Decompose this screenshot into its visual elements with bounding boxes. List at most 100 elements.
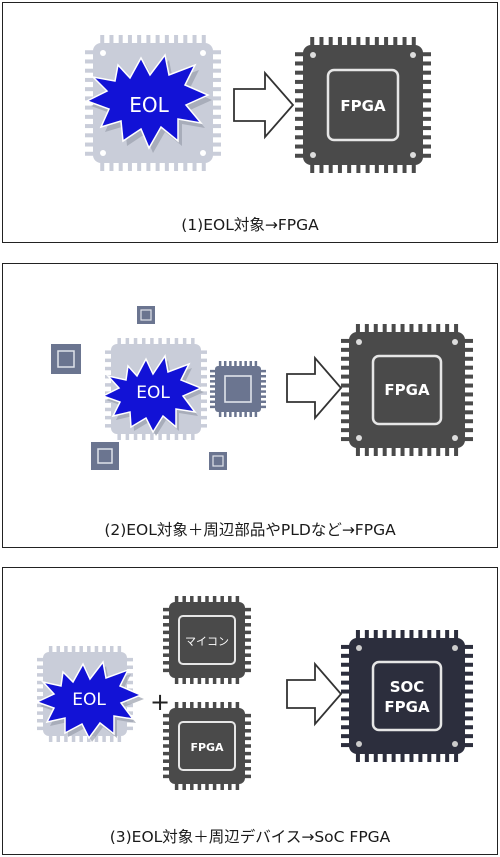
chip-pin: [102, 646, 106, 654]
chip-pin: [211, 114, 221, 119]
chip-pin: [174, 35, 179, 45]
chip-pin: [211, 105, 221, 110]
chip-pin: [243, 630, 251, 635]
arrow-icon: [286, 661, 343, 727]
chip-pin: [210, 400, 217, 404]
chip-pin: [239, 410, 242, 417]
chip-pin: [427, 324, 432, 334]
chip-pin: [212, 596, 217, 604]
chip-pin: [79, 646, 83, 654]
chip-pin: [463, 680, 473, 685]
chip-pin: [127, 161, 132, 171]
fpga-label: FPGA: [340, 97, 386, 115]
chip-pin: [164, 161, 169, 171]
chip-pin: [210, 380, 217, 383]
chip-pin: [259, 395, 266, 398]
chip-pin: [105, 407, 113, 412]
chip-pin: [87, 646, 91, 654]
chip-pin: [133, 432, 138, 440]
chip-pin: [155, 161, 160, 171]
chip-pin: [228, 596, 232, 604]
chip-pin: [163, 668, 171, 673]
chip-pin: [391, 446, 396, 456]
chip-pin: [105, 415, 113, 420]
chip-pin: [295, 70, 305, 75]
chip-pin: [133, 338, 138, 346]
chip-pin: [125, 726, 133, 731]
chip-pin: [166, 432, 171, 440]
chip-pin: [421, 135, 431, 140]
chip-pin: [421, 61, 431, 66]
chip-pin: [341, 374, 351, 379]
chip-pin: [295, 135, 305, 140]
chip-pin: [218, 410, 222, 417]
small-chip-icon: [51, 344, 81, 374]
chip-pin: [373, 324, 378, 334]
chip-pin: [117, 432, 121, 440]
chip-pin: [174, 432, 179, 440]
chip-pin: [211, 50, 221, 55]
chip-pin: [125, 680, 133, 685]
chip-pin: [356, 163, 361, 173]
chip-pin: [182, 338, 187, 346]
chip-pin: [463, 689, 473, 694]
chip-pin: [212, 702, 217, 710]
chip-pin: [105, 350, 113, 354]
chip-pin: [243, 721, 251, 725]
chip-pin: [201, 35, 206, 45]
chip-pin: [341, 410, 351, 415]
chip-pin: [254, 410, 258, 417]
chip-pin: [141, 432, 146, 440]
chip-pin: [94, 646, 99, 654]
chip-pin: [85, 50, 95, 55]
chip-pin: [341, 662, 351, 667]
chip-pin: [182, 782, 186, 790]
chip-pin: [421, 89, 431, 94]
chip-pin: [211, 124, 221, 129]
chip-pin: [190, 676, 194, 684]
eol-label: EOL: [72, 690, 106, 710]
chip-pin: [341, 401, 351, 406]
chip-pin: [205, 676, 209, 684]
chip-pin: [210, 374, 217, 378]
soc-label-line2: FPGA: [384, 698, 430, 716]
chip-pin: [163, 767, 171, 771]
chip-pin: [341, 698, 351, 703]
chip-pin: [210, 385, 217, 388]
chip-pin: [192, 35, 197, 45]
chip-pin: [418, 752, 423, 762]
chip-pin: [137, 161, 142, 171]
chip-pin: [400, 324, 405, 334]
chip-pin: [223, 410, 227, 417]
chip-pin: [393, 37, 398, 47]
chip-pin: [105, 383, 113, 387]
chip-pin: [373, 752, 378, 762]
chip-pin: [295, 52, 305, 57]
chip-pin: [319, 37, 324, 47]
chip-pin: [310, 163, 315, 173]
chip-pin: [211, 68, 221, 73]
chip-pin: [235, 782, 240, 790]
chip-pin: [341, 392, 351, 397]
chip-pin: [259, 390, 266, 393]
chip-pin: [85, 77, 95, 82]
chip-pin: [436, 446, 441, 456]
chip-pin: [190, 596, 194, 604]
chip-pin: [85, 142, 95, 147]
chip-pin: [190, 702, 194, 710]
chip-pin: [235, 596, 240, 604]
chip-pin: [127, 35, 132, 45]
chip-pin: [182, 596, 186, 604]
chip-pin: [109, 734, 114, 742]
chip-pin: [220, 702, 224, 710]
chip-pin: [243, 744, 251, 748]
chip-pin: [454, 752, 459, 762]
chip-pin: [85, 105, 95, 110]
chip-pin: [364, 630, 369, 640]
chip-pin: [199, 415, 207, 420]
chip-pin: [211, 96, 221, 101]
chip-pin: [64, 646, 68, 654]
chip-pin: [182, 432, 187, 440]
chip-pin: [409, 446, 414, 456]
chip-pin: [182, 702, 186, 710]
